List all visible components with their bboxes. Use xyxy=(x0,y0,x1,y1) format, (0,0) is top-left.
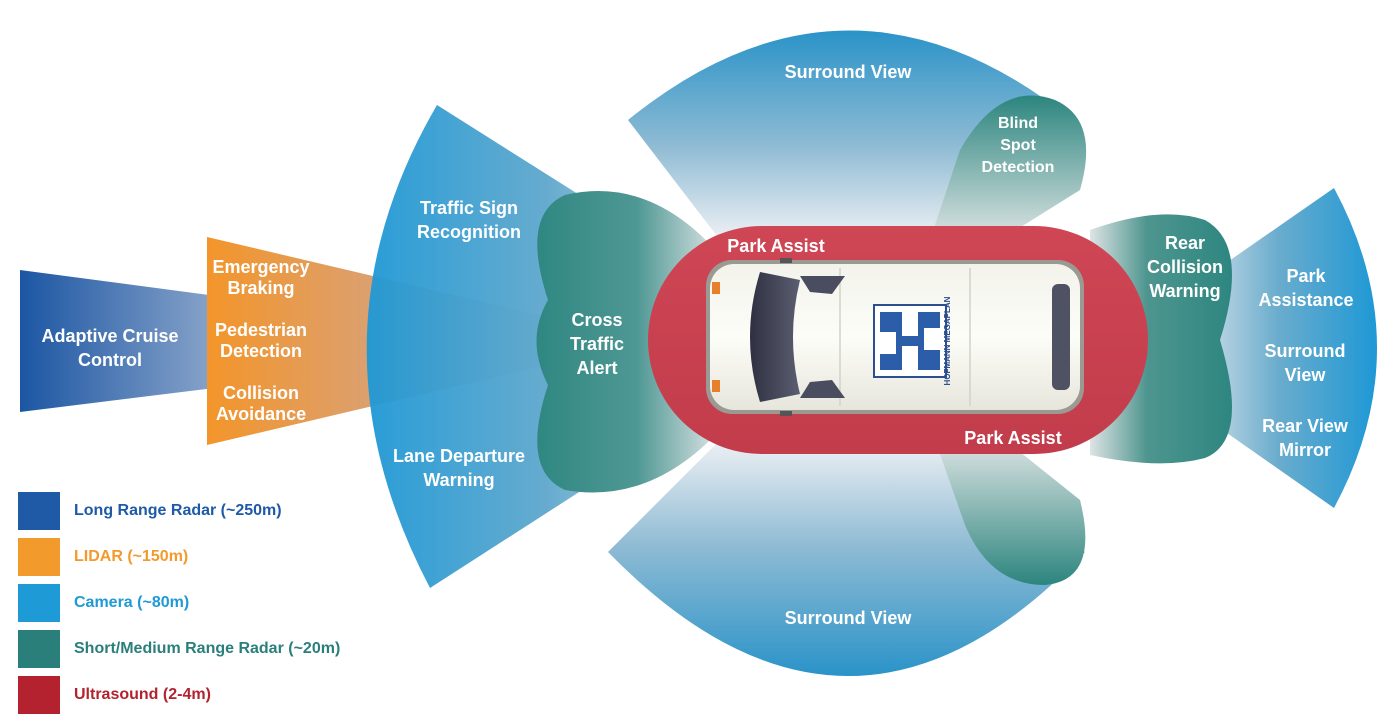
blind-spot-top-zone xyxy=(930,95,1087,240)
legend-item-lidar: LIDAR (~150m) xyxy=(18,534,340,580)
legend: Long Range Radar (~250m) LIDAR (~150m) C… xyxy=(18,488,340,718)
legend-label: LIDAR (~150m) xyxy=(74,548,189,565)
legend-swatch xyxy=(18,676,60,714)
legend-item-ultrasound: Ultrasound (2-4m) xyxy=(18,672,340,718)
legend-label: Short/Medium Range Radar (~20m) xyxy=(74,640,341,657)
legend-item-camera: Camera (~80m) xyxy=(18,580,340,626)
legend-label: Camera (~80m) xyxy=(74,594,190,611)
front-radar-zone xyxy=(536,191,720,493)
legend-label: Ultrasound (2-4m) xyxy=(74,686,211,703)
legend-swatch xyxy=(18,630,60,668)
label-surround-view-bottom: Surround View xyxy=(785,608,913,628)
label-park-assist-top: Park Assist xyxy=(727,236,824,256)
blind-spot-bottom-zone xyxy=(935,440,1086,585)
vehicle: HOFMANN MEGAPLAN xyxy=(706,258,1084,416)
label-surround-view-top: Surround View xyxy=(785,62,913,82)
legend-item-short-medium-range-radar: Short/Medium Range Radar (~20m) xyxy=(18,626,340,672)
hofmann-megaplan-logo: HOFMANN MEGAPLAN xyxy=(873,296,952,385)
legend-swatch xyxy=(18,538,60,576)
legend-item-long-range-radar: Long Range Radar (~250m) xyxy=(18,488,340,534)
legend-swatch xyxy=(18,492,60,530)
label-park-assist-bottom: Park Assist xyxy=(964,428,1061,448)
logo-text: HOFMANN MEGAPLAN xyxy=(943,296,952,385)
legend-label: Long Range Radar (~250m) xyxy=(74,502,282,519)
legend-swatch xyxy=(18,584,60,622)
